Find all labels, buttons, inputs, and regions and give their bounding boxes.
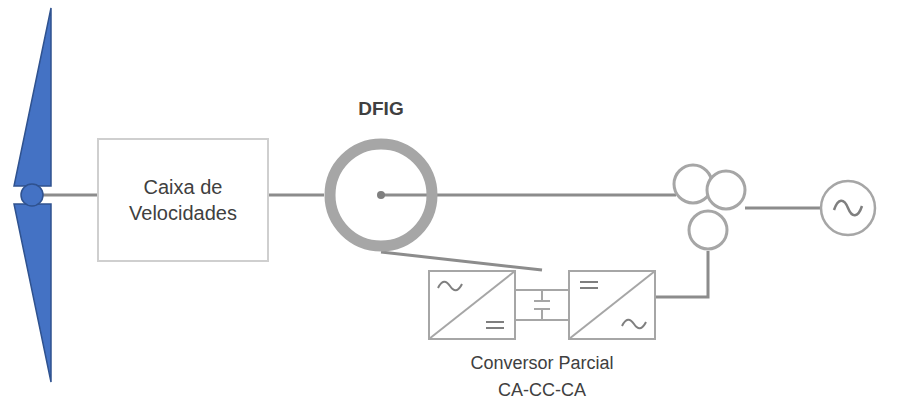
converter-symbol: [428, 270, 656, 340]
turbine-blade: [14, 204, 51, 382]
converter-label: Conversor Parcial CA-CC-CA: [458, 350, 626, 404]
converter-group: Conversor Parcial CA-CC-CA: [428, 270, 656, 340]
connector-line: [381, 252, 542, 270]
ac-symbol: [834, 201, 862, 216]
grid-line: [745, 207, 821, 210]
connector-line: [269, 194, 324, 197]
gearbox-box: Caixa de Velocidades: [97, 138, 269, 262]
transformer-symbol: [674, 165, 745, 249]
turbine-blade: [14, 8, 51, 186]
generator-label: DFIG: [304, 98, 458, 120]
stator-line: [381, 194, 676, 197]
grid-side-wire: [656, 251, 708, 297]
box-label: Caixa de Velocidades: [107, 174, 259, 226]
generator-ring: [324, 138, 438, 252]
generator-circle: DFIG: [324, 138, 438, 252]
turbine-hub: [21, 184, 43, 206]
grid-source: [821, 181, 875, 235]
